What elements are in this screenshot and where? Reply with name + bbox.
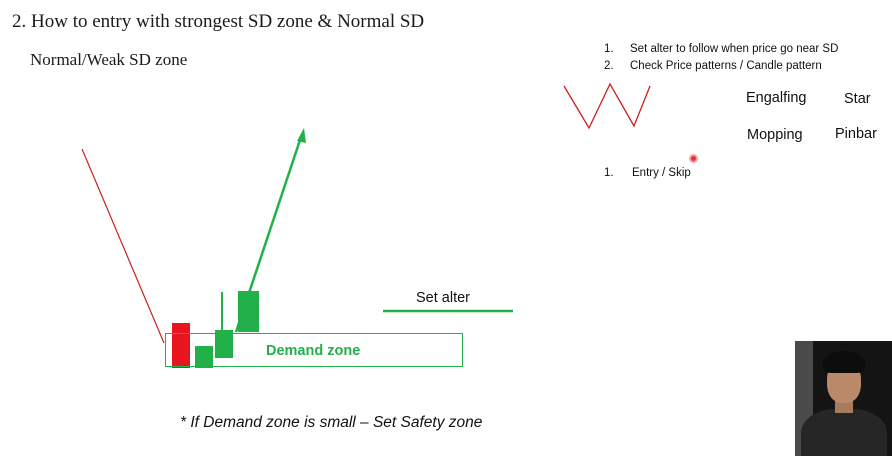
step-item: 2. Check Price patterns / Candle pattern <box>604 58 838 75</box>
laser-pointer-cursor <box>689 154 698 163</box>
entry-text: Entry / Skip <box>632 167 691 179</box>
step-number: 1. <box>604 43 614 55</box>
step-item: 1. Set alter to follow when price go near… <box>604 41 838 58</box>
presenter-webcam-icon <box>795 341 892 456</box>
demand-zone-label: Demand zone <box>266 343 361 359</box>
step-text: Set alter to follow when price go near S… <box>630 43 839 55</box>
pattern-mopping: Mopping <box>747 127 803 143</box>
pattern-star: Star <box>844 91 871 107</box>
steps-list: 1. Set alter to follow when price go near… <box>604 41 838 75</box>
pattern-pinbar: Pinbar <box>835 126 877 142</box>
slide-subtitle: Normal/Weak SD zone <box>30 50 188 69</box>
step-number: 2. <box>604 60 614 72</box>
bearish-candle <box>172 323 190 368</box>
demand-zone-box <box>165 333 463 367</box>
webcam-presenter-hair <box>823 351 865 373</box>
entry-item: 1. Entry / Skip <box>604 167 691 179</box>
w-pattern-line <box>563 82 651 130</box>
alert-label: Set alter <box>416 290 470 306</box>
uptrend-arrow-line <box>234 133 304 333</box>
bullish-candle <box>238 291 259 332</box>
step-text: Check Price patterns / Candle pattern <box>630 60 822 72</box>
downtrend-line <box>81 148 165 344</box>
webcam-presenter-body <box>801 409 887 456</box>
slide-title: 2. How to entry with strongest SD zone &… <box>12 11 425 32</box>
entry-number: 1. <box>604 167 614 179</box>
uptrend-arrow-head <box>297 128 306 143</box>
safety-zone-note: * If Demand zone is small – Set Safety z… <box>180 414 483 431</box>
bullish-candle <box>215 330 233 358</box>
bullish-candle <box>195 346 213 368</box>
pattern-engulfing: Engalfing <box>746 90 807 106</box>
